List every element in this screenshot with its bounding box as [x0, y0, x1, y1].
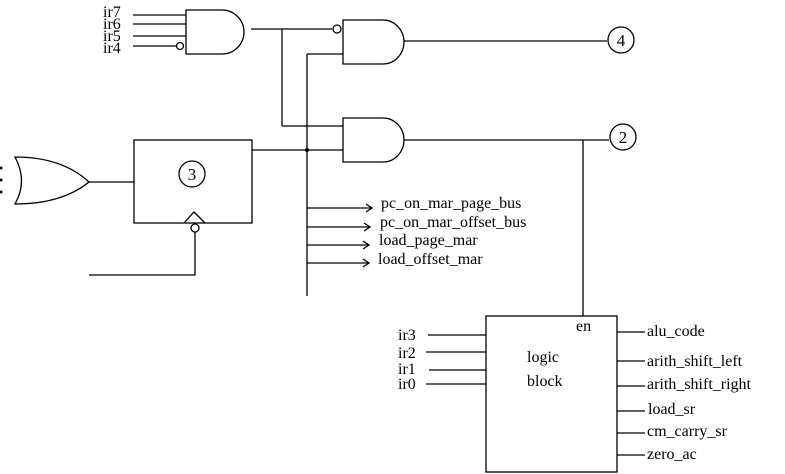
clock-inverter-bubble — [190, 223, 200, 233]
signal-pc-on-mar-page-bus: pc_on_mar_page_bus — [381, 195, 521, 212]
ellipsis-dot — [0, 190, 3, 194]
input-label-ir4: ir4 — [103, 40, 121, 57]
output-arith-shift-right: arith_shift_right — [647, 376, 752, 393]
input-label-ir7: ir7 — [103, 4, 121, 21]
signal-load-page-mar: load_page_mar — [379, 232, 478, 249]
logic-block — [485, 315, 618, 473]
or-gate — [13, 156, 90, 205]
input-label-ir2: ir2 — [398, 345, 416, 362]
output-load-sr: load_sr — [648, 401, 696, 418]
clock-triangle-icon — [183, 211, 206, 224]
inverter-bubble-ir4 — [175, 41, 185, 51]
input-label-ir5: ir5 — [103, 28, 121, 45]
connector-3 — [178, 160, 206, 188]
and-gate-decoder — [185, 9, 245, 55]
input-label-ir3: ir3 — [398, 327, 416, 344]
logic-block-title-2: block — [527, 373, 563, 390]
output-cm-carry-sr: cm_carry_sr — [647, 423, 728, 440]
input-label-ir6: ir6 — [103, 16, 121, 33]
input-label-ir0: ir0 — [398, 376, 416, 393]
connector-4 — [607, 26, 635, 54]
signal-pc-on-mar-offset-bus: pc_on_mar_offset_bus — [380, 214, 526, 231]
signal-load-offset-mar: load_offset_mar — [378, 251, 483, 268]
output-arith-shift-left: arith_shift_left — [647, 353, 743, 370]
logic-block-title-1: logic — [527, 349, 559, 366]
and-gate-lower — [342, 117, 405, 163]
inverter-bubble-and-upper — [332, 24, 342, 34]
ellipsis-dot — [0, 166, 3, 170]
wire-clock — [89, 232, 196, 276]
connector-2 — [609, 123, 637, 151]
junction-dot — [305, 148, 309, 152]
control-signal-arrows — [307, 203, 374, 268]
enable-label: en — [576, 318, 591, 335]
ellipsis-dot — [0, 178, 3, 182]
and-gate-upper — [342, 19, 405, 65]
output-zero-ac: zero_ac — [647, 446, 697, 463]
output-alu-code: alu_code — [647, 323, 705, 340]
connector-2-label: 2 — [619, 128, 628, 147]
input-label-ir1: ir1 — [398, 361, 416, 378]
connector-4-label: 4 — [617, 31, 626, 50]
connector-3-label: 3 — [188, 165, 197, 184]
